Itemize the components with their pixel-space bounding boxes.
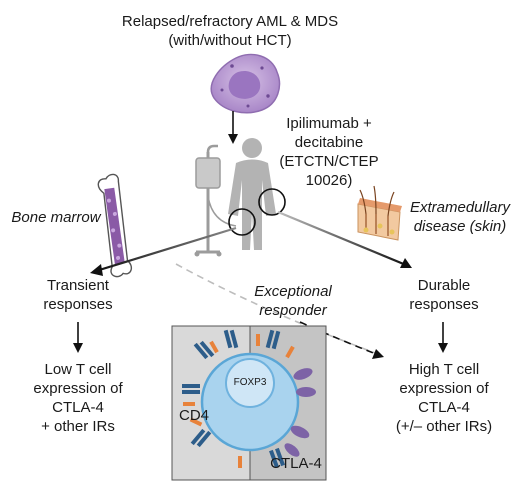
skin-section-icon — [357, 185, 402, 241]
extramedullary-label: Extramedullary disease (skin) — [402, 198, 518, 236]
treatment-label: Ipilimumab + decitabine (ETCTN/CTEP 1002… — [264, 114, 394, 190]
high-t-line4: (+/– other IRs) — [395, 418, 493, 435]
durable-line1: Durable — [417, 277, 471, 294]
durable-responses-label: Durable responses — [394, 276, 494, 314]
high-t-line2: expression of — [399, 380, 489, 397]
tcr-receptors — [182, 329, 285, 469]
low-t-line1: Low T cell — [44, 361, 112, 378]
treatment-line4: 10026) — [305, 172, 353, 189]
exceptional-line2: responder — [259, 302, 327, 319]
low-t-line4: + other IRs — [41, 418, 115, 435]
low-t-line3: CTLA-4 — [52, 399, 104, 416]
bone-marrow-site-circle — [228, 208, 256, 236]
foxp3-label: FOXP3 — [233, 377, 267, 388]
high-t-line3: CTLA-4 — [418, 399, 470, 416]
treatment-line3: (ETCTN/CTEP — [279, 153, 379, 170]
extramedullary-line2: disease (skin) — [413, 218, 507, 235]
transient-responses-label: Transient responses — [28, 276, 128, 314]
low-t-cell-label: Low T cell expression of CTLA-4 + other … — [18, 360, 138, 436]
disease-title-line1: Relapsed/refractory AML & MDS — [121, 13, 339, 30]
extramedullary-line1: Extramedullary — [409, 199, 511, 216]
low-t-line2: expression of — [33, 380, 123, 397]
transient-line1: Transient — [47, 277, 109, 294]
transient-line2: responses — [43, 296, 113, 313]
arrow-to-transient — [95, 226, 237, 273]
patient-figure-icon — [228, 138, 276, 250]
arrow-exceptional-dashed-dark — [299, 321, 377, 355]
t-cell-icon — [200, 352, 300, 452]
arrow-to-durable — [277, 210, 407, 267]
disease-title: Relapsed/refractory AML & MDS (with/with… — [110, 12, 350, 50]
skin-site-circle — [258, 188, 286, 216]
bone-icon — [97, 173, 133, 278]
iv-pole-icon — [194, 144, 237, 257]
disease-title-line2: (with/without HCT) — [168, 32, 292, 49]
ctla4-receptors — [284, 368, 316, 457]
ctla4-label: CTLA-4 — [270, 455, 322, 472]
exceptional-responder-label: Exceptional responder — [238, 282, 348, 320]
cd4-receptors — [183, 334, 295, 468]
treatment-line1: Ipilimumab + — [286, 115, 372, 132]
exceptional-line1: Exceptional — [254, 283, 332, 300]
treatment-line2: decitabine — [294, 134, 364, 151]
durable-line2: responses — [409, 296, 479, 313]
cd4-label: CD4 — [178, 407, 209, 424]
blast-cell-icon — [210, 53, 281, 114]
high-t-cell-label: High T cell expression of CTLA-4 (+/– ot… — [374, 360, 514, 436]
bone-marrow-label: Bone marrow — [11, 209, 101, 226]
high-t-line1: High T cell — [408, 361, 480, 378]
